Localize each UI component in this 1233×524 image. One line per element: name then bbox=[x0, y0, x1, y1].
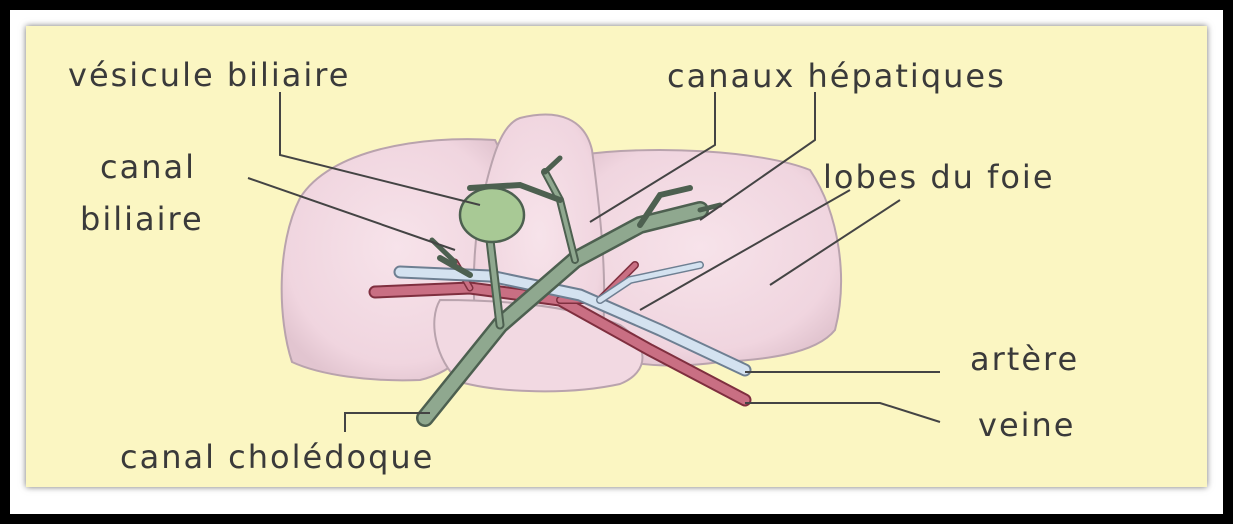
label-artery: artère bbox=[970, 340, 1079, 378]
label-liver-lobes: lobes du foie bbox=[823, 158, 1055, 196]
leader-vein bbox=[745, 403, 940, 422]
label-common-bile-duct: canal cholédoque bbox=[120, 438, 434, 476]
label-vein: veine bbox=[978, 406, 1075, 444]
label-bile-duct-line1: canal bbox=[100, 148, 196, 186]
label-gallbladder: vésicule biliaire bbox=[68, 56, 350, 94]
label-hepatic-ducts: canaux hépatiques bbox=[667, 57, 1006, 95]
label-bile-duct-line2: biliaire bbox=[80, 200, 204, 238]
gallbladder bbox=[460, 188, 524, 242]
